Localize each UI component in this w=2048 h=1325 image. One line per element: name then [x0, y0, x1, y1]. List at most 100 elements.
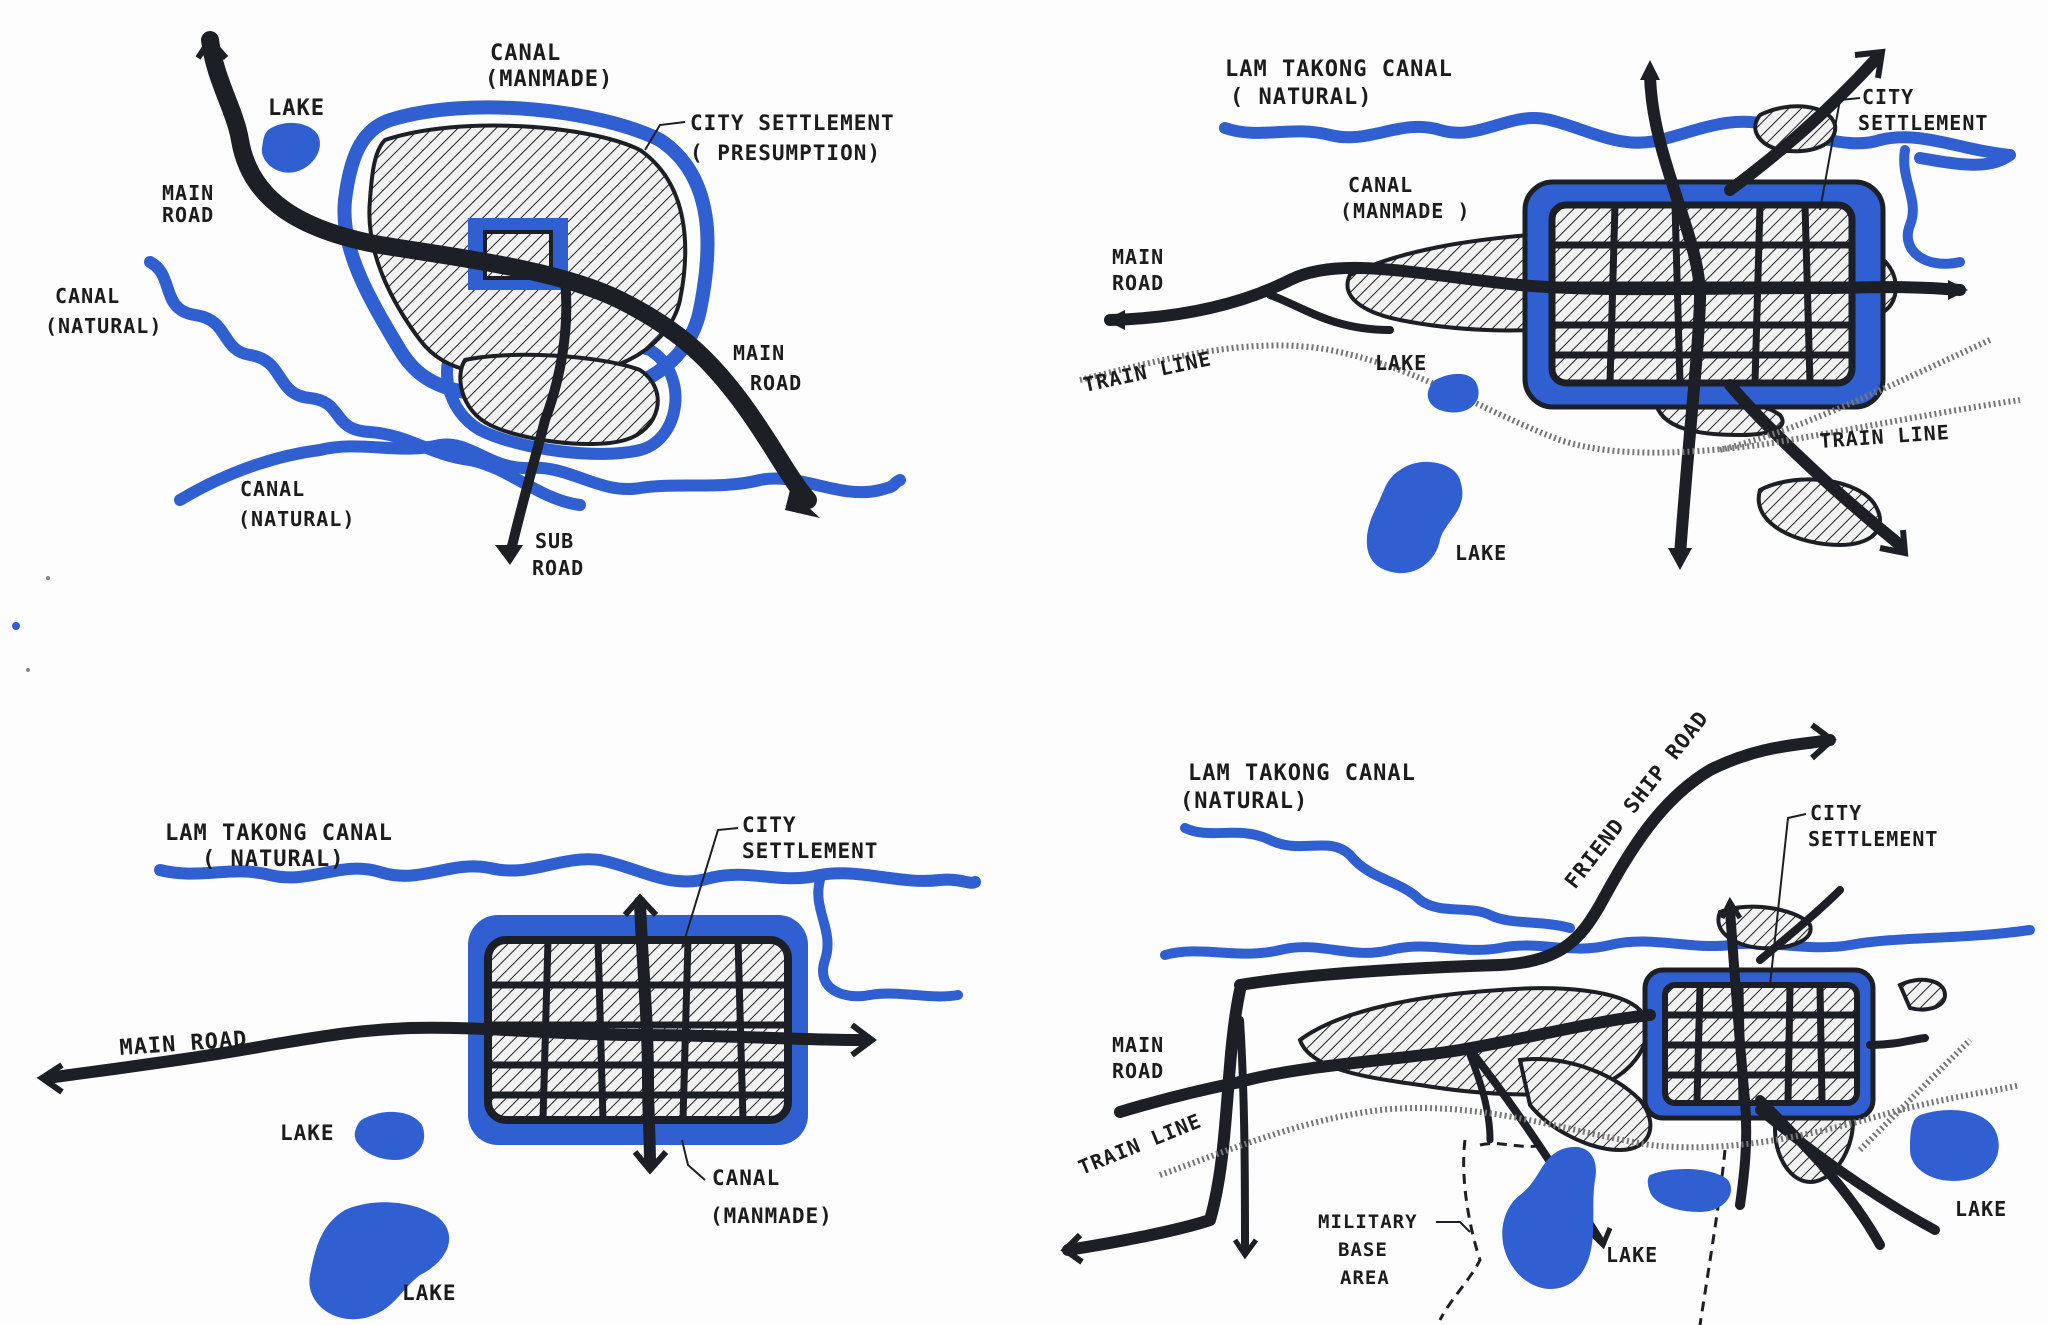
p1-sub-road-2: ROAD: [532, 556, 584, 580]
p2-main-road-2: ROAD: [1112, 271, 1164, 295]
p2-main-road-1: MAIN: [1112, 245, 1164, 269]
p1-canal-manmade-2: (MANMADE): [485, 67, 613, 92]
p3-canal-leader: [681, 1139, 706, 1181]
p3-lake-2: LAKE: [402, 1281, 457, 1305]
p1-main-road-right-1: MAIN: [733, 341, 785, 365]
p2-settlement-2: SETTLEMENT: [1858, 111, 1988, 135]
diagonal-road-p2: [1724, 54, 1906, 551]
p4-settlement-2: SETTLEMENT: [1808, 827, 1938, 851]
lake-p1: [261, 122, 320, 173]
north-south-road-p4: [1725, 905, 1752, 1210]
north-south-road-p3: [634, 896, 656, 1171]
p2-lake-2: LAKE: [1455, 541, 1507, 565]
train-line-p4: [1158, 1082, 2021, 1178]
p4-lam-takong-1: LAM TAKONG CANAL: [1188, 761, 1416, 786]
main-road-p3: [42, 1021, 871, 1084]
p4-main-road-1: MAIN: [1112, 1033, 1164, 1057]
p2-lam-takong-1: LAM TAKONG CANAL: [1225, 57, 1453, 82]
road-p4-south-east: [1755, 1095, 1940, 1250]
panel-1-historic-settlement: CANAL (MANMADE) LAKE CITY SETTLEMENT ( P…: [45, 31, 906, 580]
north-south-road-p2: [1644, 69, 1707, 561]
p3-settlement-2: SETTLEMENT: [742, 839, 878, 863]
p3-lake-1: LAKE: [280, 1121, 335, 1145]
panel-4-present: LAM TAKONG CANAL (NATURAL) FRIEND SHIP R…: [1060, 706, 2035, 1325]
p2-lake-1: LAKE: [1375, 351, 1427, 375]
p2-canal-manmade-1: CANAL: [1348, 173, 1413, 197]
diagonal-road-p2-arrow-se: [1879, 529, 1909, 557]
lam-takong-canal-p4: [1180, 823, 1575, 933]
main-road-p2-arrow-left: [1105, 310, 1125, 330]
p2-train-left: TRAIN LINE: [1081, 346, 1214, 397]
settlement-p4-ne: [1897, 977, 1948, 1012]
p1-settlement-2: ( PRESUMPTION): [690, 141, 881, 165]
road-p4-center-spur: [1466, 1051, 1494, 1144]
north-south-road-p3-arrow-bottom: [632, 1150, 669, 1175]
lam-takong-canal-p3: [154, 853, 981, 889]
friendship-road-p4: [1234, 734, 1836, 991]
paper-dot: [46, 576, 50, 580]
lake-p4-small: [1647, 1168, 1732, 1212]
south-road-p2-arrow: [1668, 548, 1692, 570]
north-road-p4-arrow: [1719, 896, 1743, 920]
p1-main-road-left-2: ROAD: [162, 203, 214, 227]
main-road-p1-arrow-bottom: [785, 490, 820, 518]
panel-3-grid-city: LAM TAKONG CANAL ( NATURAL) CITY SETTLEM…: [36, 813, 981, 1320]
friendship-road-p4-arrow: [1809, 722, 1837, 761]
p4-military-2: BASE: [1338, 1239, 1388, 1261]
p1-canal-natural-bottom-1: CANAL: [240, 477, 305, 501]
road-p4-south-arrow: [1232, 1238, 1259, 1260]
natural-canal-bottom: [174, 438, 906, 506]
p1-canal-natural-bottom-2: (NATURAL): [238, 507, 355, 531]
lake-p4-east: [1910, 1110, 1999, 1181]
road-p4-south: [1236, 1016, 1249, 1254]
sub-road-p1: [505, 275, 572, 560]
natural-canal-left: [144, 256, 586, 511]
main-road-p2-branch: [1266, 291, 1394, 334]
p3-lam-takong-1: LAM TAKONG CANAL: [165, 821, 393, 846]
p1-settlement-1: CITY SETTLEMENT: [690, 111, 895, 135]
main-road-p3-arrow-right: [850, 1022, 877, 1058]
panel-2-expansion: LAM TAKONG CANAL ( NATURAL) CITY SETTLEM…: [1079, 48, 2021, 574]
canal-branch-p2: [1899, 145, 1965, 269]
p2-settlement-1: CITY: [1862, 85, 1914, 109]
p4-lake-2: LAKE: [1955, 1197, 2007, 1221]
train-line-p4-branch: [1857, 1037, 1973, 1153]
lake-p2-large: [1366, 461, 1463, 574]
settlement-south: [458, 352, 660, 446]
p1-canal-natural-left-1: CANAL: [55, 284, 120, 308]
p4-main-road-2: ROAD: [1112, 1059, 1164, 1083]
p4-settlement-1: CITY: [1810, 801, 1862, 825]
main-road-p2-arrow-right: [1948, 280, 1968, 300]
lake-p3-small: [354, 1111, 425, 1160]
train-line-p2: [1079, 342, 2021, 456]
train-line-p2-branch: [1719, 337, 1992, 453]
p3-lam-takong-2: ( NATURAL): [202, 847, 344, 872]
canal-mid-p4: [1160, 925, 2035, 960]
settlement-p4-south: [1517, 1057, 1653, 1153]
road-p4-ne-arrow: [1756, 886, 1844, 964]
military-base-boundary: [1438, 1139, 1727, 1325]
p1-main-road-left-1: MAIN: [162, 181, 214, 205]
main-road-p4-arrow-sw: [1060, 1232, 1084, 1265]
main-road-p4: [1062, 984, 1656, 1256]
p4-military-3: AREA: [1340, 1267, 1390, 1289]
road-p4-lake-spur-arrow: [1588, 1227, 1613, 1250]
main-road-p3-arrow-left: [36, 1062, 64, 1095]
north-road-p2-arrow: [1640, 60, 1660, 80]
p3-canal-manmade-1: CANAL: [712, 1166, 780, 1190]
main-road-p1-arrow-top: [195, 35, 229, 60]
p4-lake-1: LAKE: [1606, 1243, 1658, 1267]
sub-road-p1-arrow: [495, 545, 523, 565]
paper-dot: [26, 668, 30, 672]
p1-main-road-right-2: ROAD: [750, 371, 802, 395]
canal-branch-p3: [813, 875, 963, 1002]
p1-canal-manmade-1: CANAL: [490, 41, 561, 66]
north-south-road-p3-arrow-top: [622, 893, 659, 918]
diagonal-road-p2-arrow-ne: [1854, 48, 1886, 79]
p2-lam-takong-2: ( NATURAL): [1230, 85, 1372, 110]
lake-p3-large: [309, 1202, 450, 1320]
lake-p4-central: [1502, 1146, 1596, 1289]
paper-dot: [12, 622, 20, 630]
p4-military-1: MILITARY: [1318, 1211, 1418, 1233]
